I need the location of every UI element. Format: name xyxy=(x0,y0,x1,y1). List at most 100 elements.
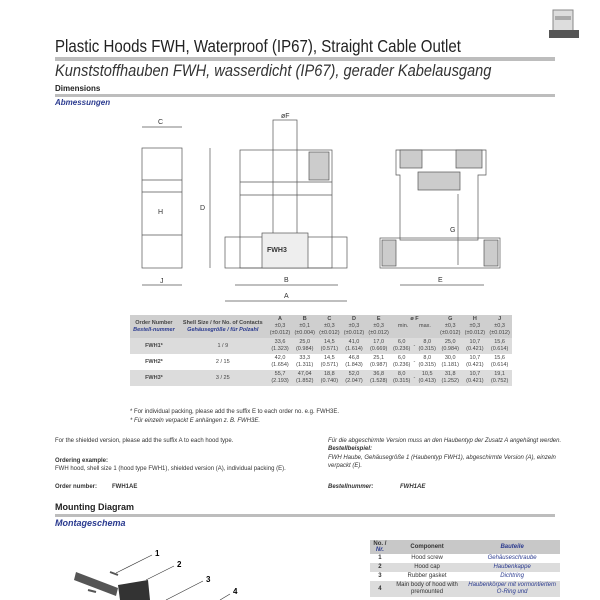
section-heading-mounting-de: Montageschema xyxy=(55,518,126,528)
value-J: 19,1 xyxy=(494,371,505,377)
value-f-max-inch: (0.315) xyxy=(418,362,436,368)
tol: ±0,3 xyxy=(274,323,286,329)
value-E-inch: (1.528) xyxy=(369,378,388,384)
value-f-min-inch: (0.236) xyxy=(392,362,411,368)
page-subtitle: Kunststoffhauben FWH, wasserdicht (IP67)… xyxy=(55,61,492,80)
page-title: Plastic Hoods FWH, Waterproof (IP67), St… xyxy=(55,36,461,56)
callout-1: 1 xyxy=(155,549,160,558)
part-name-en: Rubber gasket xyxy=(407,573,447,579)
tol: (±0.012) xyxy=(439,330,461,336)
col-b: B xyxy=(302,316,307,322)
shell-size: 2 / 15 xyxy=(215,358,230,365)
callout-4: 4 xyxy=(233,587,238,596)
value-A-inch: (1.323) xyxy=(271,346,289,352)
label-c: C xyxy=(158,119,163,126)
value-f-max-inch: (0.413) xyxy=(418,378,436,384)
value-f-max: 10,5 xyxy=(421,371,433,377)
value-E-inch: (0.669) xyxy=(369,346,388,352)
value-J-inch: (0.614) xyxy=(490,346,509,352)
order-number-value-de: FWH1AE xyxy=(400,484,426,490)
divider xyxy=(55,94,555,97)
part-name-de: Haubenkörper mit vormontiertem O-Ring un… xyxy=(464,581,560,597)
dash: - xyxy=(413,358,416,365)
label-j: J xyxy=(160,278,164,285)
value-G-inch: (1.181) xyxy=(441,362,459,368)
col-f: ø F xyxy=(410,316,419,322)
tol: ±0,3 xyxy=(348,323,360,329)
value-B: 47,04 xyxy=(297,371,312,377)
value-f-min-inch: (0.236) xyxy=(392,346,411,352)
value-H-inch: (0.421) xyxy=(466,378,484,384)
col-h: H xyxy=(472,316,477,322)
col-e: E xyxy=(376,316,381,322)
value-G: 30,0 xyxy=(444,355,456,361)
value-J-inch: (0.614) xyxy=(490,362,509,368)
tol: ±0,3 xyxy=(494,323,505,329)
col-bauteile: Bauteile xyxy=(464,540,560,554)
part-number: 3 xyxy=(378,573,382,579)
tol: (±0.004) xyxy=(294,330,315,336)
value-A: 33,6 xyxy=(274,339,286,345)
part-name-de: Gehäuseschraube xyxy=(487,555,537,561)
value-J: 15,6 xyxy=(494,355,505,361)
divider xyxy=(55,514,555,517)
product-thumbnail xyxy=(549,9,579,38)
value-D-inch: (2.047) xyxy=(345,378,363,384)
value-H: 10,7 xyxy=(469,355,481,361)
mounting-diagram: 1 2 3 4 xyxy=(74,549,238,600)
label-a: A xyxy=(284,293,289,300)
value-H-inch: (0.421) xyxy=(466,346,484,352)
callout-2: 2 xyxy=(177,560,182,569)
shell-size: 1 / 9 xyxy=(217,342,229,349)
order-number: FWH3* xyxy=(145,374,163,381)
label-g: G xyxy=(450,227,455,234)
col-component: Component xyxy=(389,540,465,554)
value-H-inch: (0.421) xyxy=(466,362,484,368)
ordering-example-text: FWH hood, shell size 1 (hood type FWH1),… xyxy=(55,466,286,472)
tol: ±0,1 xyxy=(299,323,311,329)
part-number: 4 xyxy=(378,585,382,592)
value-D: 52,0 xyxy=(348,371,360,377)
value-A-inch: (2.193) xyxy=(271,378,289,384)
value-G: 25,0 xyxy=(444,339,456,345)
col-shell-de: Gehäusegröße / für Polzahl xyxy=(187,326,259,333)
tol: (±0.012) xyxy=(368,330,389,336)
value-C-inch: (0.571) xyxy=(320,346,339,352)
value-G-inch: (0.984) xyxy=(441,346,459,352)
order-number-value: FWH1AE xyxy=(112,484,138,490)
value-A: 42,0 xyxy=(274,355,286,361)
label-h: H xyxy=(158,209,163,216)
part-name-en: Main body of hood with premounted xyxy=(389,581,465,597)
ordering-example-title: Ordering example: xyxy=(55,458,109,464)
value-D-inch: (1.614) xyxy=(345,346,363,352)
value-G: 31,8 xyxy=(444,371,456,377)
section-heading-dimensions-de: Abmessungen xyxy=(55,98,111,107)
part-number: 1 xyxy=(378,555,382,561)
value-H: 10,7 xyxy=(469,371,481,377)
value-J-inch: (0.752) xyxy=(490,378,509,384)
label-b: B xyxy=(284,277,289,284)
value-B-inch: (1.852) xyxy=(295,378,314,384)
value-C: 18,8 xyxy=(323,371,335,377)
note-packing-en: * For individual packing, please add the… xyxy=(130,409,340,415)
value-f-min: 8,0 xyxy=(397,371,406,377)
value-E: 17,0 xyxy=(373,339,385,345)
value-E-inch: (0.987) xyxy=(369,362,388,368)
value-f-min-inch: (0.315) xyxy=(392,378,411,384)
shield-note-de: Für die abgeschirmte Version muss an den… xyxy=(328,438,562,444)
order-number-label-de: Bestellnummer: xyxy=(328,484,374,490)
value-f-max-inch: (0.315) xyxy=(418,346,436,352)
col-order-de: Bestell-nummer xyxy=(133,326,175,333)
value-C-inch: (0.571) xyxy=(320,362,339,368)
part-name-de: Haubenkappe xyxy=(464,563,560,572)
value-B: 33,3 xyxy=(299,355,311,361)
col-f-max: max. xyxy=(419,323,431,329)
col-order: Order Number xyxy=(135,319,173,326)
tol: ±0,3 xyxy=(444,323,456,329)
label-f: øF xyxy=(281,113,290,120)
value-A-inch: (1.654) xyxy=(271,362,289,368)
value-J: 15,6 xyxy=(494,339,505,345)
